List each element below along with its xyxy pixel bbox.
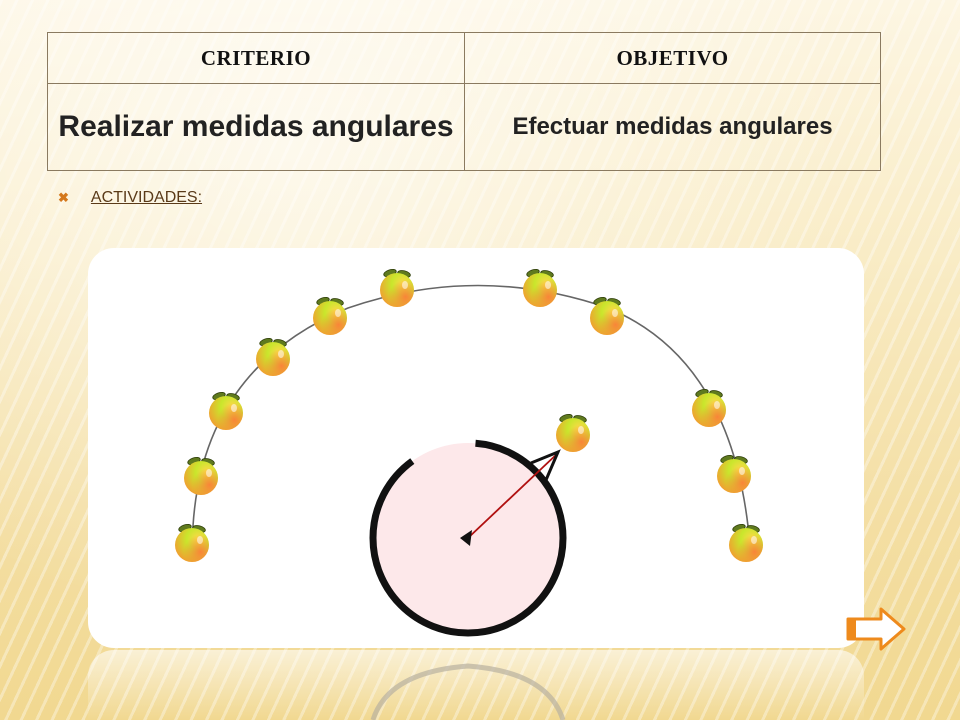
header-criterio: CRITERIO [47,32,465,84]
x-bullet-icon: ✖ [58,190,69,205]
panel-reflection [88,650,864,720]
cell-objetivo: Efectuar medidas angulares [464,83,881,171]
activity-panel [88,248,864,648]
apple-6 [379,267,415,308]
apple-11 [728,522,764,563]
criteria-table: CRITERIO OBJETIVO Realizar medidas angul… [47,32,881,171]
cell-criterio: Realizar medidas angulares [47,83,465,171]
next-button[interactable] [845,606,907,652]
apple-8 [589,295,625,336]
apple-3 [208,390,244,431]
apple-10 [716,453,752,494]
apple-7 [522,267,558,308]
activity-illustration [174,267,764,637]
activities-bullet: ✖ ACTIVIDADES: [58,186,202,210]
activities-label: ACTIVIDADES: [90,189,203,206]
angle-pointer [460,449,561,546]
table-header-row: CRITERIO OBJETIVO [47,32,881,84]
table-row: Realizar medidas angulares Efectuar medi… [47,83,881,171]
right-arrow-icon [846,607,906,651]
header-objetivo: OBJETIVO [464,32,881,84]
apple-moving[interactable] [555,412,591,453]
apple-5 [312,295,348,336]
apple-2 [183,455,219,496]
apple-9 [691,387,727,428]
apple-1 [174,522,210,563]
apple-4 [255,336,291,377]
reflection-graphic [370,663,566,720]
